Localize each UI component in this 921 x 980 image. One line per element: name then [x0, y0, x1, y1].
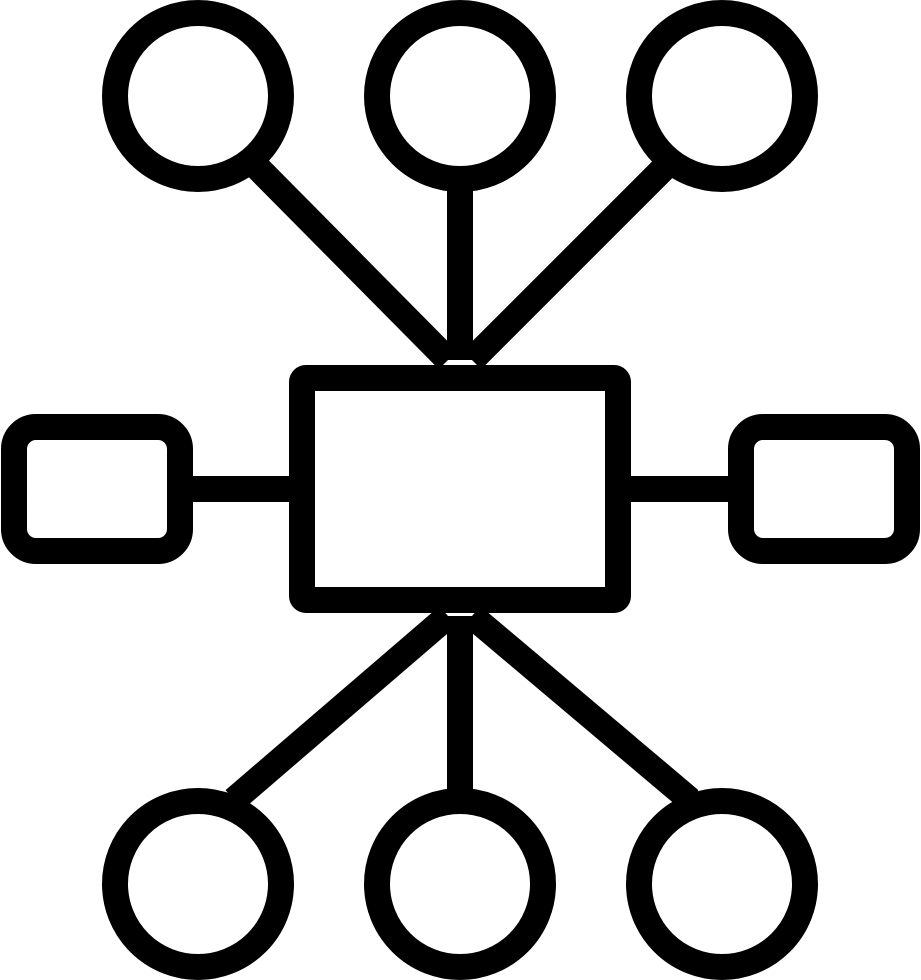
bottom-right-node	[626, 788, 818, 980]
connector-bottom-right	[463, 606, 699, 810]
top-left-node	[102, 0, 294, 192]
bottom-center-node	[364, 788, 556, 980]
connector-top-right	[462, 158, 674, 370]
bottom-left-node	[102, 788, 294, 980]
top-right-node	[626, 0, 818, 192]
right-node	[728, 414, 920, 564]
left-node	[1, 414, 193, 564]
connector-bottom-left	[225, 606, 457, 810]
center-node	[289, 365, 631, 613]
connector-lines	[190, 158, 730, 810]
top-center-node	[364, 0, 556, 192]
connector-top-left	[248, 158, 458, 370]
